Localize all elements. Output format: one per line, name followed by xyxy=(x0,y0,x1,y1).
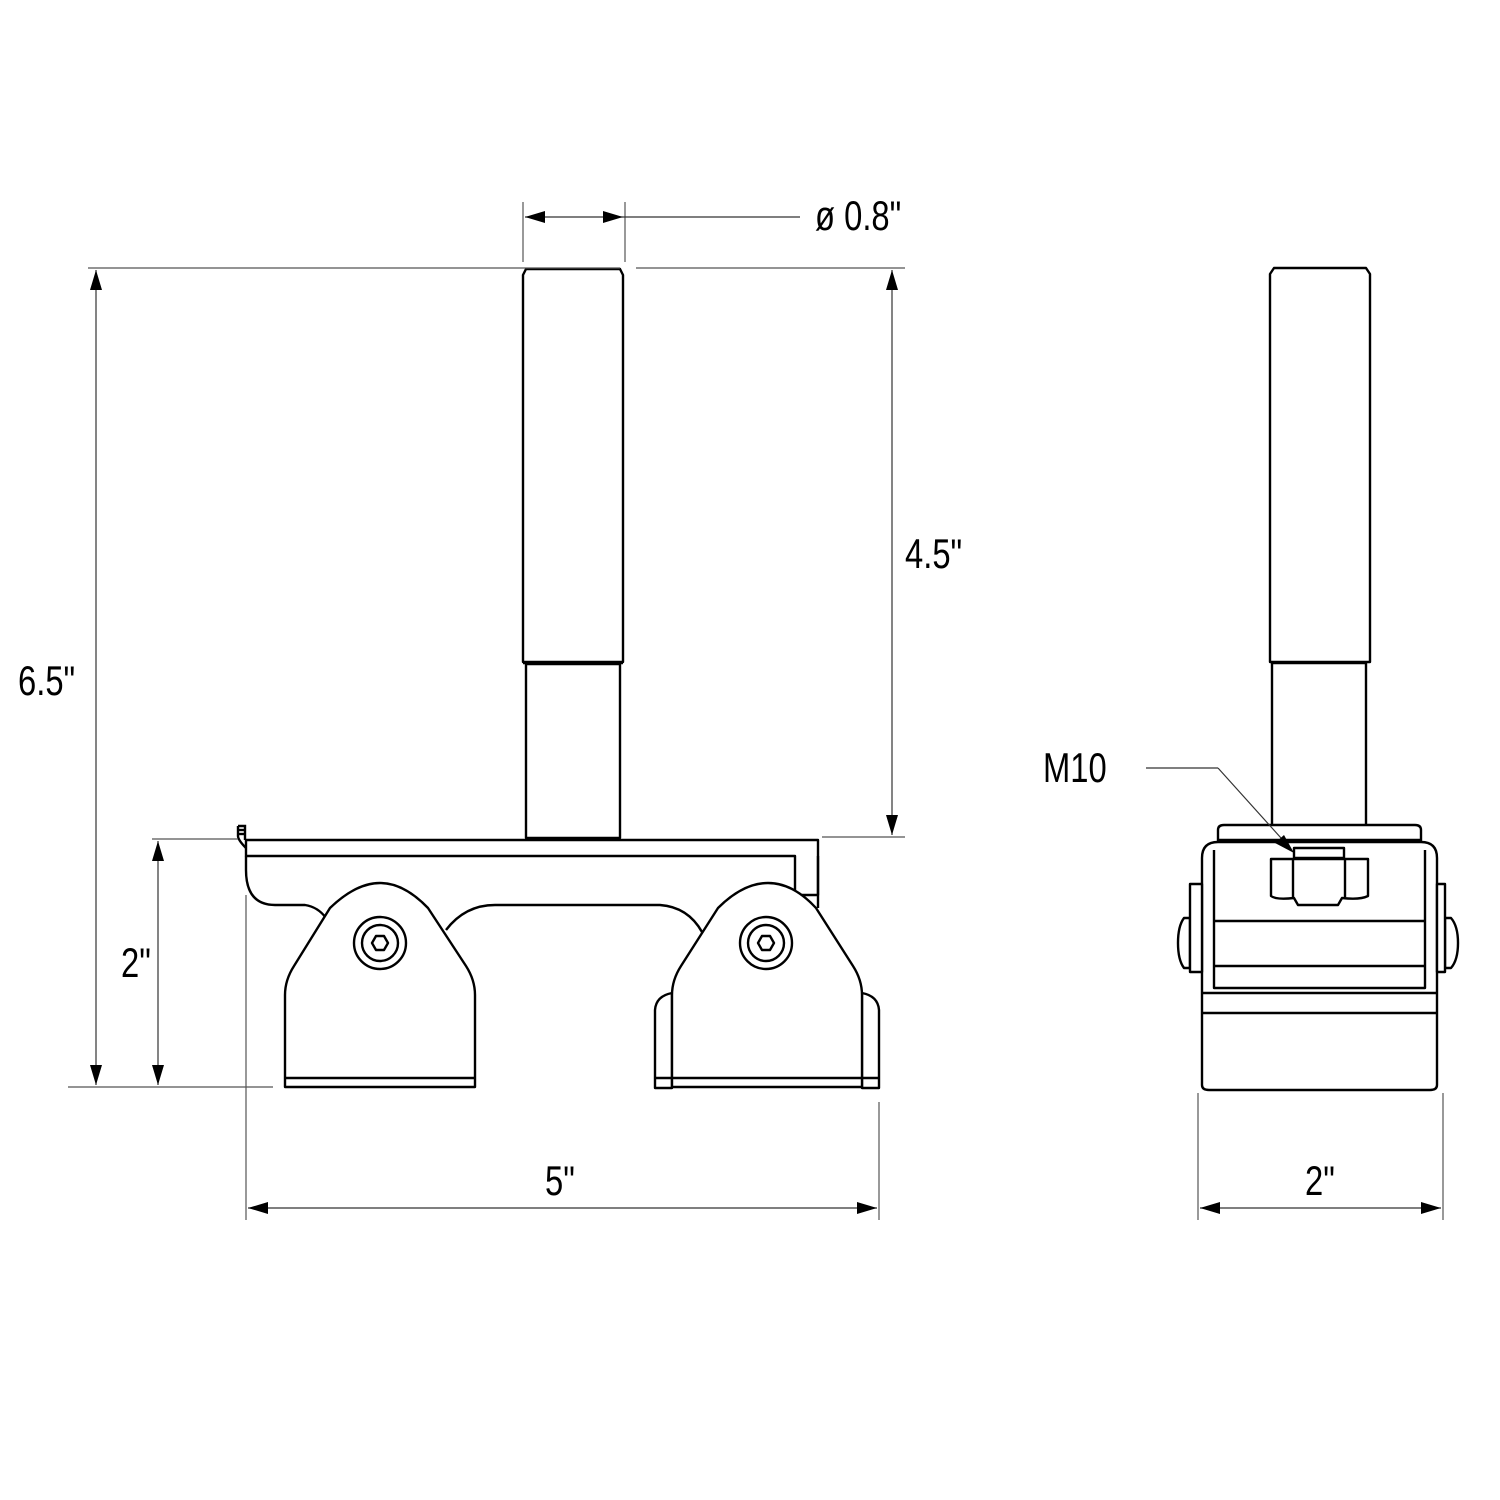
side-view xyxy=(1176,266,1460,1092)
m10-nut xyxy=(1269,857,1370,907)
front-dimensions xyxy=(68,202,905,1220)
dim-side-width: 2" xyxy=(1305,1157,1335,1204)
dim-overall-height: 6.5" xyxy=(18,657,76,704)
side-dimensions xyxy=(1146,767,1444,1220)
callout-m10: M10 xyxy=(1043,744,1107,791)
side-pin-upper xyxy=(1268,266,1372,664)
side-bolt-right xyxy=(1443,916,1460,970)
left-bracket xyxy=(283,881,477,1089)
right-bracket xyxy=(670,881,864,1089)
side-pin-lower xyxy=(1270,661,1368,839)
front-view xyxy=(236,267,881,1090)
body-profile xyxy=(244,856,327,919)
pin-upper xyxy=(521,267,625,664)
right-bracket-cheek-left xyxy=(653,991,674,1090)
pin-lower xyxy=(524,662,622,840)
right-bolt-hex-icon xyxy=(756,934,776,952)
dim-base-height: 2" xyxy=(121,939,151,986)
plate-lip xyxy=(236,824,247,849)
right-bracket-cheek-right xyxy=(860,991,881,1090)
left-bolt-hex-icon xyxy=(370,934,390,952)
dim-pin-diameter: ø 0.8" xyxy=(815,192,902,239)
top-plate xyxy=(244,838,820,897)
side-washer xyxy=(1292,846,1346,860)
dim-pin-height: 4.5" xyxy=(905,530,963,577)
side-bolt-left xyxy=(1176,916,1192,970)
dim-overall-length: 5" xyxy=(545,1157,575,1204)
